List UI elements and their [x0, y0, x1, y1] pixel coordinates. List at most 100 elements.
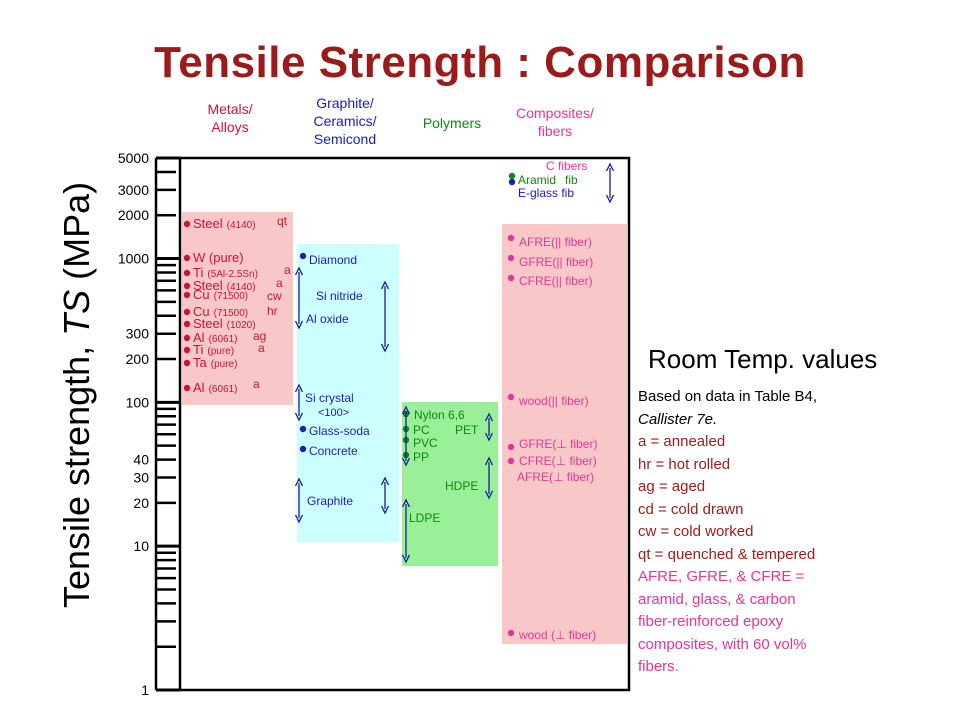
data-label-name: Cu — [193, 287, 210, 302]
data-point — [507, 629, 515, 637]
legend-notes: Based on data in Table B4,Callister 7e.a… — [638, 386, 938, 679]
data-point — [299, 252, 307, 260]
data-point — [183, 254, 191, 262]
data-label: AFRE(⊥ fiber) — [517, 470, 594, 484]
y-tick-label: 10 — [133, 538, 149, 554]
data-point — [508, 178, 516, 186]
note-line: ag = aged — [638, 476, 938, 499]
column-header-line: fibers — [537, 123, 573, 139]
data-point — [299, 425, 307, 433]
note-line: fibers. — [638, 656, 938, 679]
data-label-name: Ti — [193, 265, 203, 280]
note-text: Based on data in Table B4, — [638, 388, 818, 405]
note-line: Based on data in Table B4, — [638, 386, 938, 409]
data-label-name: Ta — [193, 355, 208, 370]
data-label: Al(6061) — [193, 330, 237, 345]
data-label-name: Cu — [193, 304, 210, 319]
note-text: AFRE, GFRE, & CFRE = — [638, 568, 805, 585]
range-arrow-head — [380, 476, 390, 486]
range-arrow-head — [401, 498, 411, 508]
data-point — [183, 282, 191, 290]
data-point — [183, 269, 191, 277]
y-tick-label: 5000 — [118, 150, 149, 166]
y-tick-label: 30 — [133, 470, 149, 486]
data-label: Ta(pure) — [193, 355, 237, 370]
data-label-condition: qt — [277, 214, 288, 228]
data-label: Ti (5Al-2.5Sn) — [193, 265, 258, 280]
note-line: Callister 7e. — [638, 409, 938, 432]
data-point — [507, 274, 515, 282]
data-label-qualifier: (6061) — [209, 334, 238, 345]
range-arrow-head — [484, 412, 494, 422]
polymers-region — [402, 402, 498, 566]
room-temp-caption: Room Temp. values — [648, 344, 878, 374]
column-header-line: Polymers — [422, 115, 482, 131]
data-label: PET — [455, 423, 479, 437]
y-tick-label: 20 — [133, 495, 149, 511]
data-label: C fibers — [546, 159, 587, 173]
data-point — [183, 220, 191, 228]
column-header-composites: Composites/fibers — [500, 104, 610, 140]
data-point — [507, 254, 515, 262]
data-label-qualifier: (5Al-2.5Sn) — [207, 269, 258, 280]
data-point — [507, 457, 515, 465]
data-label-condition: a — [276, 276, 283, 290]
range-arrow-head — [380, 343, 390, 353]
composites-region — [502, 224, 627, 644]
note-line: hr = hot rolled — [638, 454, 938, 477]
data-label: PVC — [413, 436, 438, 450]
data-label: PP — [413, 450, 429, 464]
data-label-qualifier: (pure) — [211, 359, 238, 370]
range-arrow-head — [605, 162, 615, 172]
note-line: a = annealed — [638, 431, 938, 454]
column-header-polymers: Polymers — [406, 114, 498, 132]
note-line: aramid, glass, & carbon — [638, 589, 938, 612]
data-label: W (pure) — [193, 250, 244, 265]
data-label: Diamond — [309, 253, 357, 267]
data-point — [183, 334, 191, 342]
data-label-name: Steel — [193, 216, 223, 231]
range-arrow-head — [401, 457, 411, 467]
data-point — [508, 172, 516, 180]
y-tick-label: 200 — [126, 351, 150, 367]
data-point — [507, 393, 515, 401]
data-label: Concrete — [309, 444, 358, 458]
note-text: hr = hot rolled — [638, 455, 731, 473]
note-text: a = annealed — [638, 433, 726, 450]
note-line: composites, with 60 vol% — [638, 634, 938, 657]
y-tick-label: 3000 — [118, 182, 149, 198]
data-label: Cu(71500) — [193, 304, 248, 319]
range-arrow-head — [484, 490, 494, 500]
note-line: AFRE, GFRE, & CFRE = — [638, 566, 938, 589]
data-label-condition: ag — [253, 329, 266, 343]
data-label-name: Al — [193, 380, 205, 395]
data-point — [299, 445, 307, 453]
column-header-line: Semicond — [313, 131, 377, 147]
data-label-qualifier: (4140) — [227, 282, 256, 293]
data-point — [183, 320, 191, 328]
range-arrow-head — [484, 432, 494, 442]
column-header-ceramics: Graphite/Ceramics/Semicond — [300, 94, 390, 148]
data-label: E-glass fib — [518, 186, 574, 200]
range-arrow-head — [380, 505, 390, 515]
data-label-qualifier: (4140) — [227, 220, 256, 231]
data-point — [507, 443, 515, 451]
y-tick-label: 1 — [141, 682, 149, 698]
data-label: Steel(4140) — [193, 278, 256, 293]
note-text: ag = aged — [638, 478, 706, 495]
data-label-qualifier: (pure) — [207, 346, 234, 357]
range-arrow-head — [401, 405, 411, 415]
note-line: cw = cold worked — [638, 521, 938, 544]
metals-region — [182, 212, 293, 405]
data-label: <100> — [318, 407, 349, 419]
data-label: CFRE(⊥ fiber) — [519, 454, 597, 468]
note-text: qt = quenched & tempered — [638, 545, 816, 563]
data-label: Si nitride — [316, 289, 363, 303]
data-label: Al oxide — [306, 312, 349, 326]
data-label-name: Steel — [193, 316, 223, 331]
data-point — [183, 359, 191, 367]
range-arrow-head — [294, 412, 304, 422]
column-header-metals: Metals/Alloys — [190, 100, 270, 136]
note-text: cw = cold worked — [638, 523, 754, 540]
data-label: Steel(1020) — [193, 316, 256, 331]
